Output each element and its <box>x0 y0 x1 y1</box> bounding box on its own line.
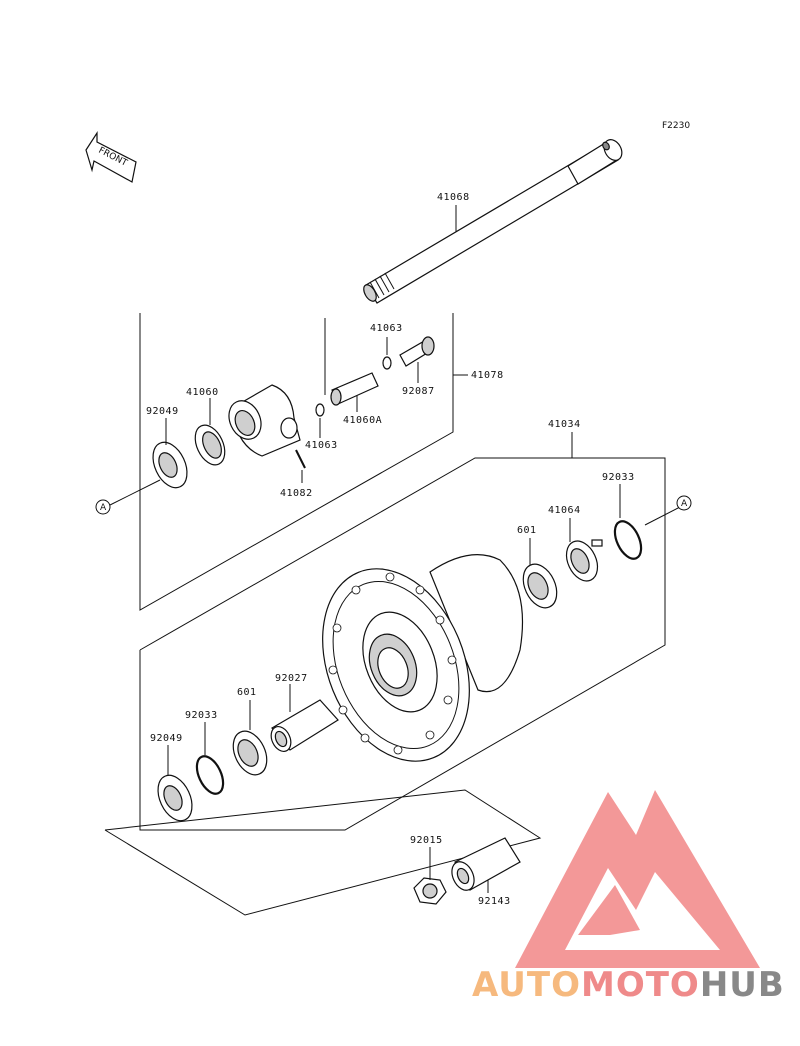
pin-41082 <box>295 449 306 469</box>
washer-41063-upper <box>382 356 392 370</box>
watermark-text: AUTOMOTOHUB <box>472 965 785 1005</box>
figure-code: F2230 <box>662 121 690 131</box>
label-41060: 41060 <box>186 387 219 398</box>
sleeve-92027 <box>270 699 339 752</box>
label-41060a: 41060A <box>343 415 382 426</box>
marker-a-right-text: A <box>681 499 688 509</box>
watermark-hub: HUB <box>700 965 785 1005</box>
label-92049-upper: 92049 <box>146 406 179 417</box>
axle-shaft <box>363 139 623 304</box>
marker-a-left-text: A <box>100 503 107 513</box>
label-41078: 41078 <box>471 370 504 381</box>
label-92027: 92027 <box>275 673 308 684</box>
circlip-92033-right <box>613 520 643 560</box>
label-92033-right: 92033 <box>602 472 635 483</box>
front-arrow-icon: FRONT <box>85 130 137 183</box>
label-41064: 41064 <box>548 505 581 516</box>
label-601-left: 601 <box>237 687 257 698</box>
bearing-601-left <box>232 730 268 776</box>
label-41068: 41068 <box>437 192 470 203</box>
watermark-moto: MOTO <box>581 965 700 1005</box>
gear-housing <box>228 384 301 457</box>
reference-marker-a-right <box>676 495 692 511</box>
drive-gear-41060a <box>330 372 379 406</box>
hub-plate-41064 <box>565 539 603 582</box>
watermark-logo <box>515 790 760 968</box>
label-92143: 92143 <box>478 896 511 907</box>
label-41063-upper: 41063 <box>370 323 403 334</box>
label-601-right: 601 <box>517 525 537 536</box>
label-92049-lower: 92049 <box>150 733 183 744</box>
label-41034: 41034 <box>548 419 581 430</box>
gear-ring <box>194 424 226 466</box>
washer-41063-lower <box>315 403 325 417</box>
label-41063-lower: 41063 <box>305 440 338 451</box>
box-41034 <box>139 457 666 831</box>
label-41082: 41082 <box>280 488 313 499</box>
seal-upper <box>152 441 188 489</box>
reference-marker-a-left <box>95 499 111 515</box>
collar-92143 <box>451 837 521 891</box>
axle-nut-92015 <box>413 877 447 905</box>
watermark-auto: AUTO <box>472 965 581 1005</box>
spacer-92087 <box>399 336 435 367</box>
label-92033-left: 92033 <box>185 710 218 721</box>
wheel-hub <box>322 554 523 762</box>
label-92087: 92087 <box>402 386 435 397</box>
box-nut-collar <box>104 789 542 916</box>
circlip-92033-left <box>195 755 225 795</box>
box-41078 <box>139 313 454 611</box>
label-92015: 92015 <box>410 835 443 846</box>
seal-lower <box>157 774 193 822</box>
bearing-601-right <box>522 563 558 609</box>
